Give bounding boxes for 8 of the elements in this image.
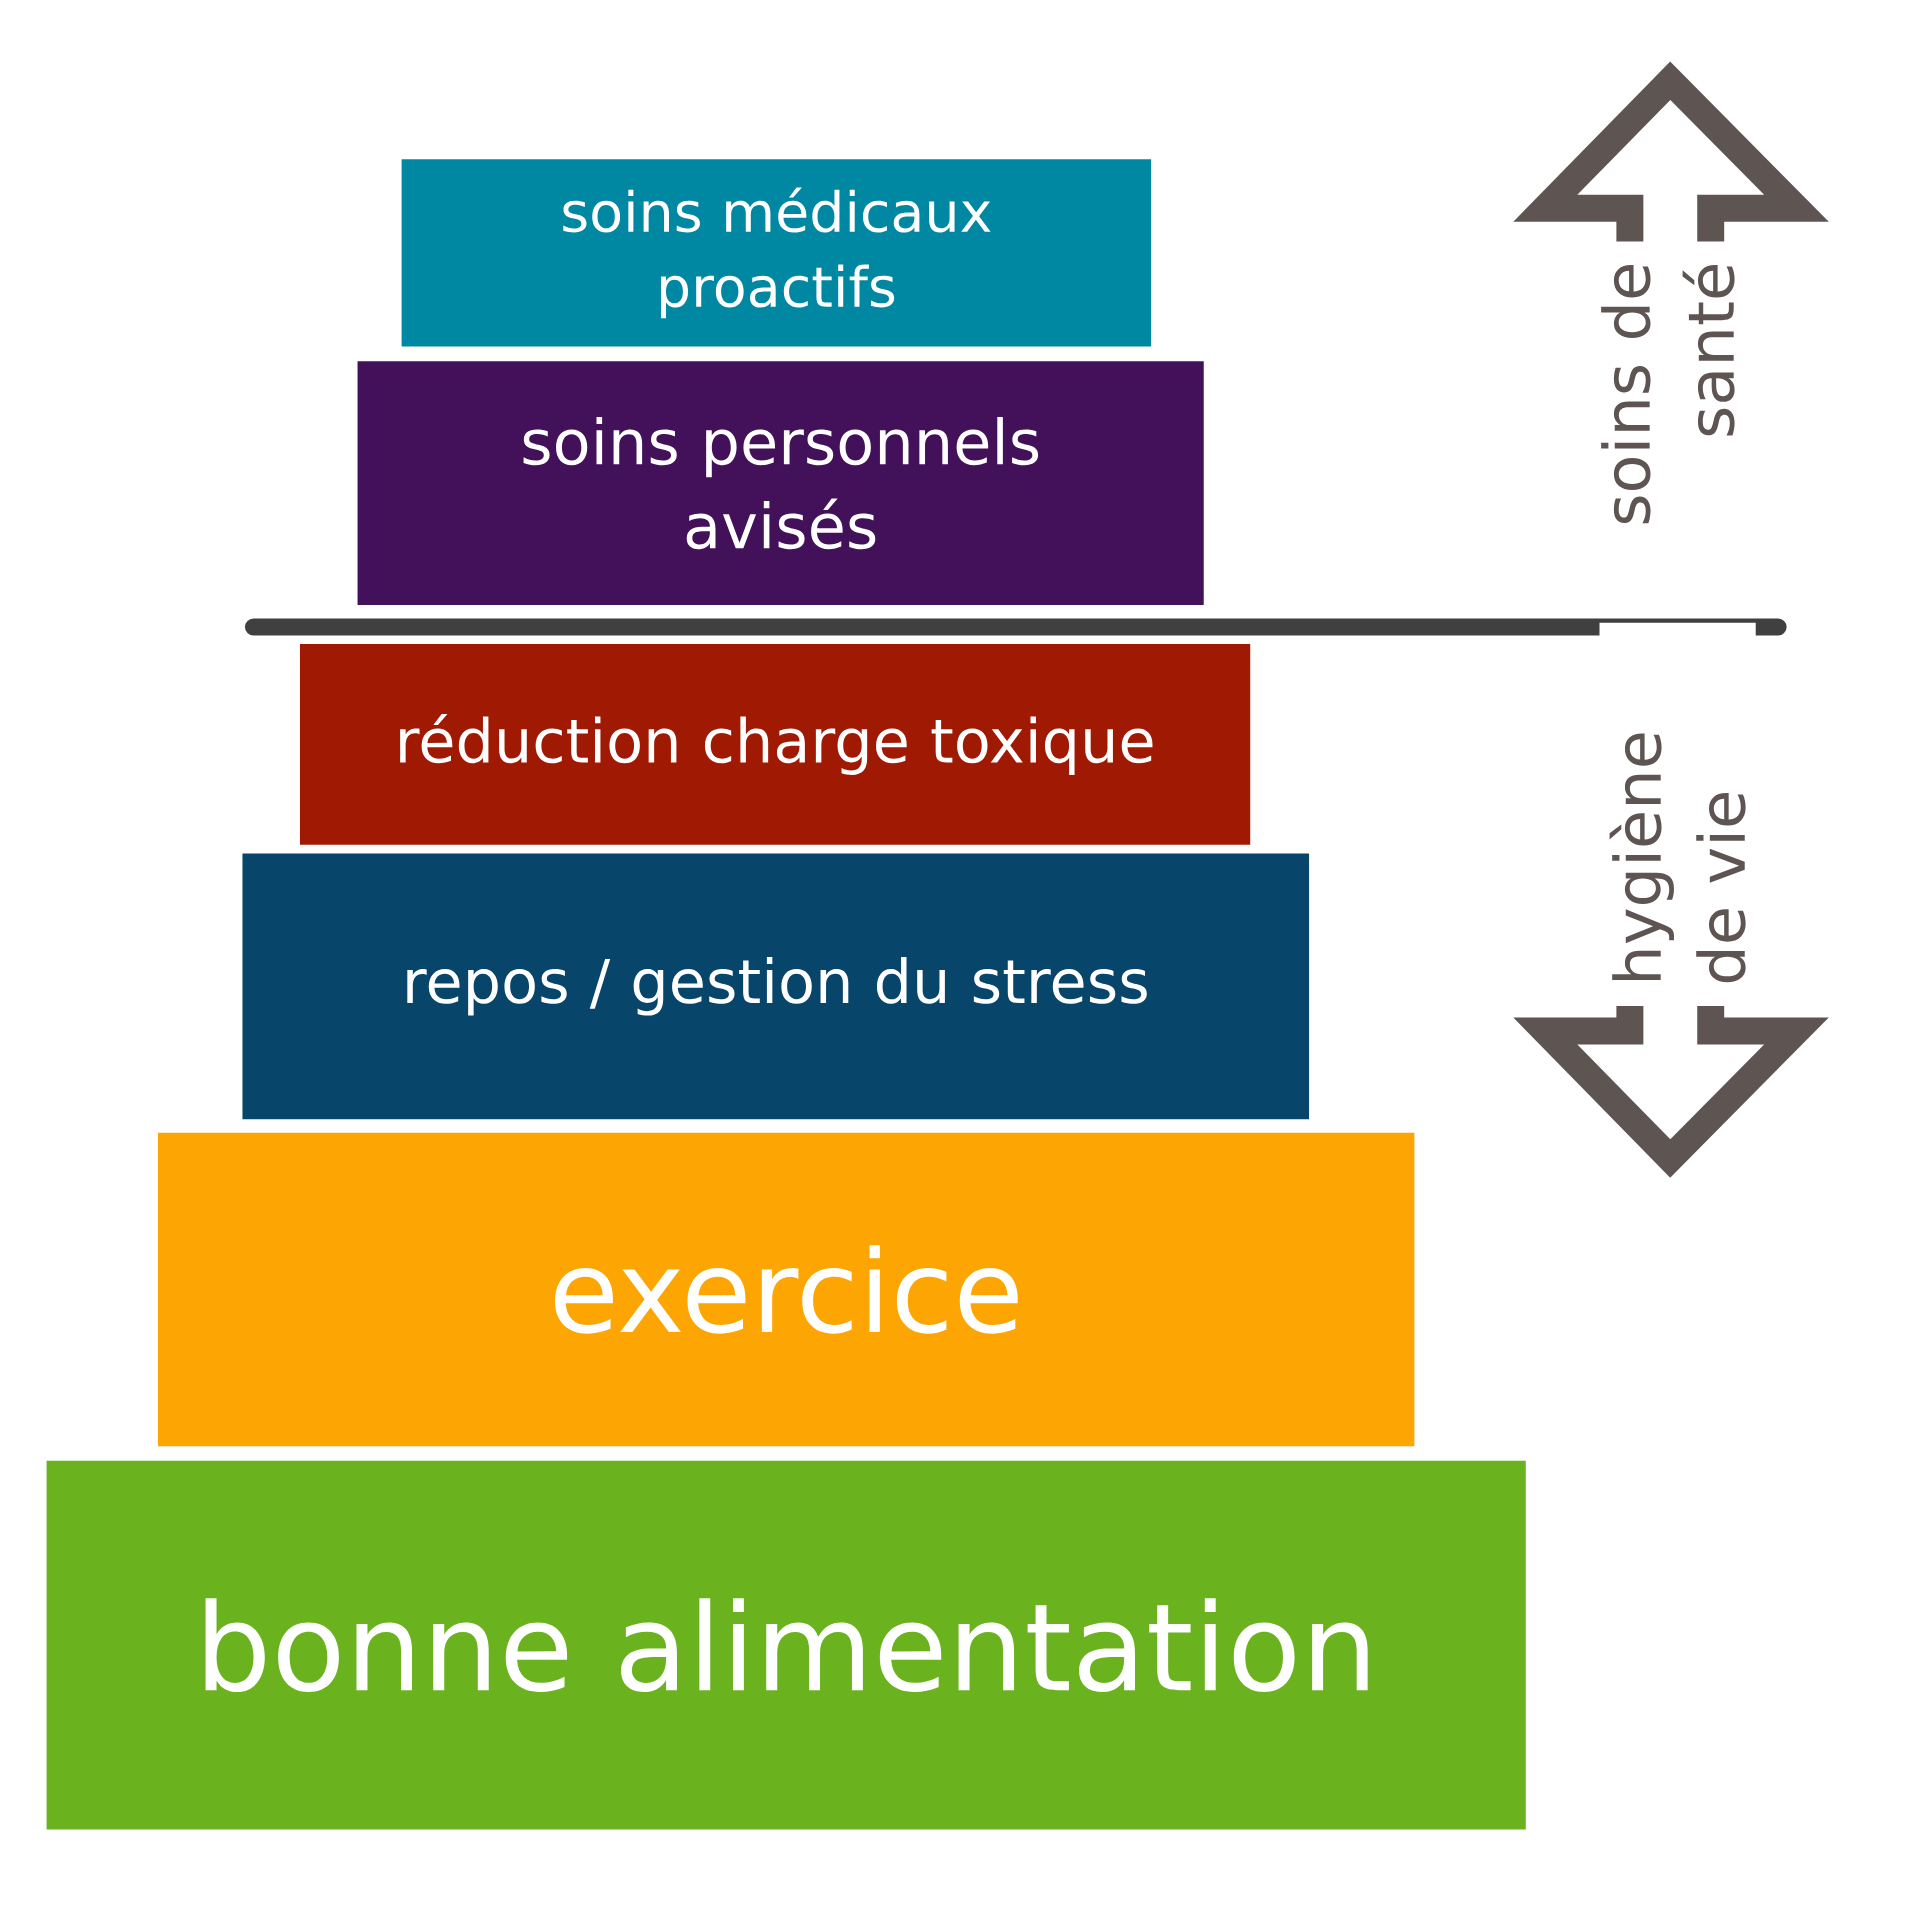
- pyramid-tier: réduction charge toxique: [299, 644, 1251, 845]
- pyramid-tier: bonne alimentation: [46, 1460, 1526, 1830]
- pyramid-tier: repos / gestion du stress: [242, 853, 1310, 1120]
- pyramid-tier: soins personnels avisés: [357, 361, 1204, 605]
- pyramid-tier: exercice: [158, 1132, 1415, 1447]
- side-label: hygiène de vie: [1599, 622, 1756, 1006]
- pyramid-tier: soins médicaux proactifs: [401, 159, 1152, 347]
- side-label: soins de santé: [1591, 241, 1745, 604]
